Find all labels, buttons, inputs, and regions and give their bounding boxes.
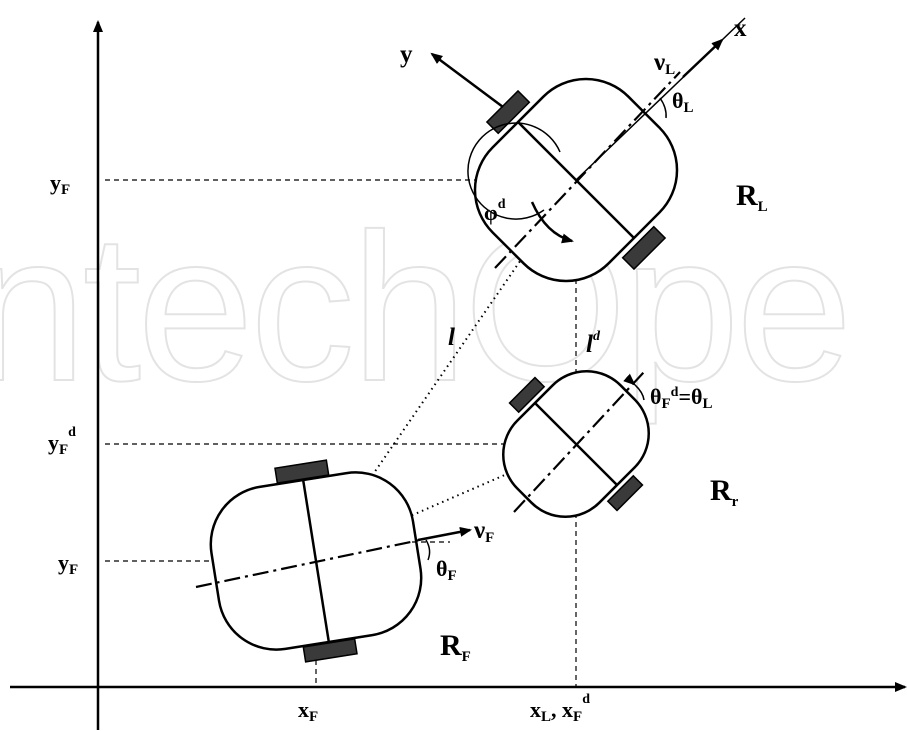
x-tick-xF: xF — [298, 697, 318, 725]
follower-heading-line — [195, 538, 421, 589]
phi-d-arrow — [530, 201, 574, 244]
l-distance-label: l — [448, 324, 455, 351]
theta-L-arc — [659, 97, 667, 119]
reference-heading-line — [513, 371, 645, 513]
follower-velocity-label: νF — [473, 517, 494, 546]
leader-frame-y-label: y — [400, 41, 413, 68]
reference-wheel-right — [606, 474, 644, 512]
leader-y-arrow — [430, 52, 504, 109]
leader-velocity-label: νL — [653, 49, 675, 78]
follower-wheel-left — [274, 459, 330, 484]
follower-velocity-arrow — [417, 526, 472, 542]
follower-wheel-right — [302, 638, 358, 663]
theta-Fd-arc — [623, 373, 645, 401]
leader-name-label: RL — [736, 179, 768, 215]
leader-x-arrow — [682, 38, 724, 78]
theta-F-arc — [425, 539, 431, 561]
phi-d-label: φd — [484, 197, 506, 225]
leader-wheel-right — [621, 225, 667, 271]
watermark-text: ntechOpe — [0, 190, 849, 425]
y-tick-mid: yFd — [48, 425, 76, 458]
leader-frame-x-label: x — [734, 15, 747, 42]
follower-name-label: RF — [440, 629, 471, 665]
x-tick-xL-xFd: xL, xFd — [530, 692, 590, 725]
y-tick-top: yF — [50, 170, 70, 198]
leader-heading-line — [494, 71, 681, 269]
follower-theta-label: θF — [436, 556, 457, 584]
phi-d-arc-top — [467, 122, 561, 220]
reference-theta-label: θFd=θL — [650, 384, 713, 412]
ld-distance-label: ld — [586, 329, 601, 358]
y-tick-bottom: yF — [58, 550, 78, 578]
reference-wheel-left — [508, 376, 546, 414]
leader-theta-label: θL — [672, 88, 694, 116]
reference-name-label: Rr — [710, 474, 739, 510]
